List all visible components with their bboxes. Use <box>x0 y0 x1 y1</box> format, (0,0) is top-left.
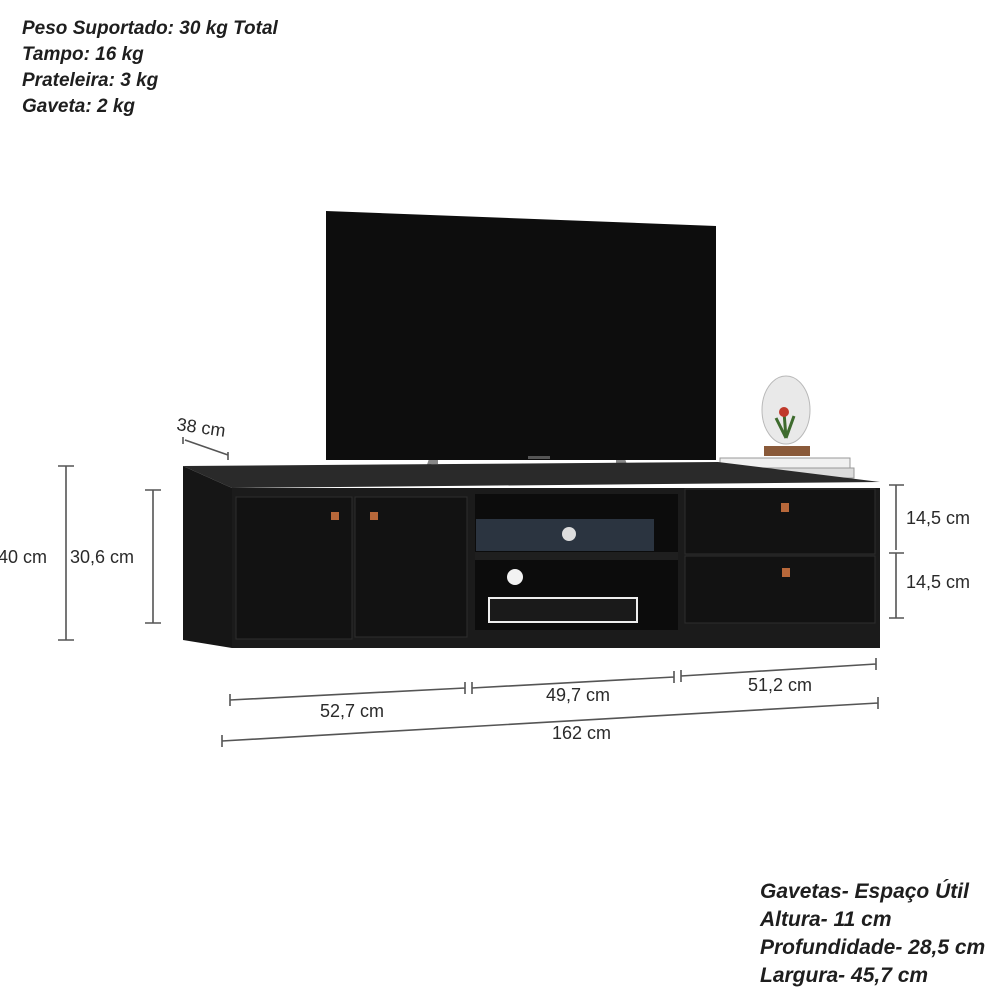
tv <box>326 211 716 481</box>
label-inner-height: 30,6 cm <box>70 547 134 567</box>
drawer-height: Altura- 11 cm <box>760 908 892 931</box>
label-left-width: 52,7 cm <box>320 701 384 721</box>
top-specs: Peso Suportado: 30 kg Total Tampo: 16 kg… <box>22 16 278 120</box>
label-right-width: 51,2 cm <box>748 675 812 695</box>
label-total-width: 162 cm <box>552 723 611 743</box>
drawer-depth: Profundidade- 28,5 cm <box>760 936 986 959</box>
drawer-width: Largura- 45,7 cm <box>760 964 929 987</box>
tv-rack <box>183 462 880 648</box>
label-drawer-bottom: 14,5 cm <box>906 572 970 592</box>
drawer-handle <box>781 503 789 512</box>
plant-jar <box>761 375 811 456</box>
spec-weight-shelf: Prateleira: 3 kg <box>22 70 159 91</box>
receiver <box>488 597 638 623</box>
drawer-space-title: Gavetas- Espaço Útil <box>760 880 969 903</box>
label-drawer-top: 14,5 cm <box>906 508 970 528</box>
door-handle <box>370 512 378 520</box>
spec-weight-top: Tampo: 16 kg <box>22 44 144 65</box>
dimension-lines <box>58 437 904 747</box>
label-depth: 38 cm <box>175 414 226 441</box>
spec-weight-total: Peso Suportado: 30 kg Total <box>22 18 278 39</box>
drawer-handle <box>782 568 790 577</box>
door-handle <box>331 512 339 520</box>
label-middle-width: 49,7 cm <box>546 685 610 705</box>
bottom-specs: Gavetas- Espaço Útil Altura- 11 cm Profu… <box>760 878 985 990</box>
label-total-height: 40 cm <box>0 547 47 567</box>
spec-weight-drawer: Gaveta: 2 kg <box>22 96 135 117</box>
